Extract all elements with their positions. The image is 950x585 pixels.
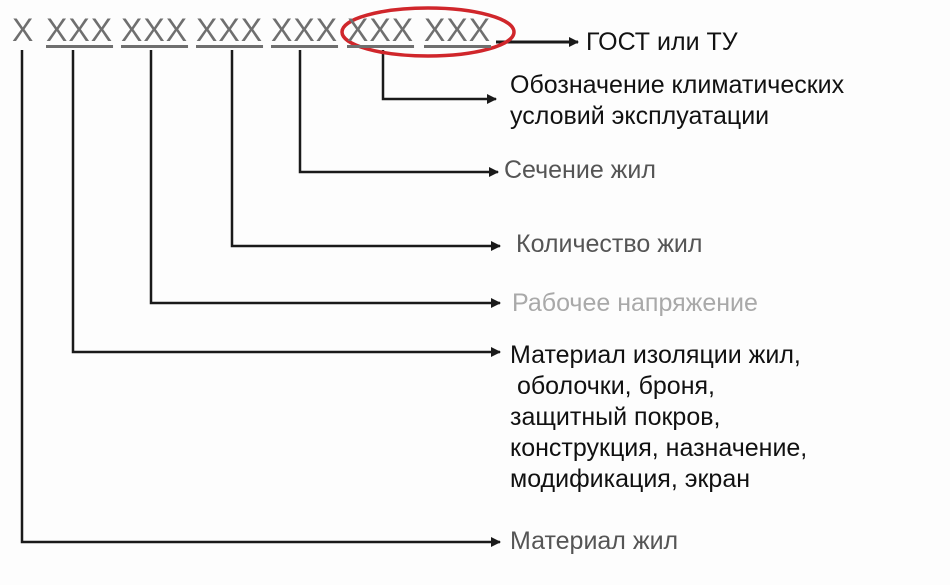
code-group-2: XXX: [121, 12, 189, 48]
label-insulation-material: Материал изоляции жил, оболочки, броня, …: [510, 341, 808, 493]
code-group-6: XXX: [424, 12, 492, 48]
climate-connector: [381, 50, 497, 104]
code-first-symbol: X: [12, 12, 35, 48]
code-group-3: XXX: [196, 12, 264, 48]
label-climate: Обозначение климатических условий эксплу…: [510, 71, 845, 130]
label-core-material: Материал жил: [510, 527, 679, 555]
label-section: Сечение жил: [504, 156, 656, 184]
label-gost: ГОСТ или ТУ: [586, 28, 738, 56]
code-group-1: XXX: [46, 12, 114, 48]
label-count: Количество жил: [516, 230, 703, 258]
label-voltage: Рабочее напряжение: [512, 289, 758, 317]
code-group-4: XXX: [271, 12, 339, 48]
section-connector: [298, 50, 499, 177]
count-connector: [230, 50, 501, 251]
voltage-connector: [149, 50, 501, 308]
highlight-ellipse: [340, 6, 516, 58]
code-group-5: XXX: [347, 12, 415, 48]
insulation-connector: [71, 50, 501, 357]
core-material-connector: [20, 50, 501, 547]
